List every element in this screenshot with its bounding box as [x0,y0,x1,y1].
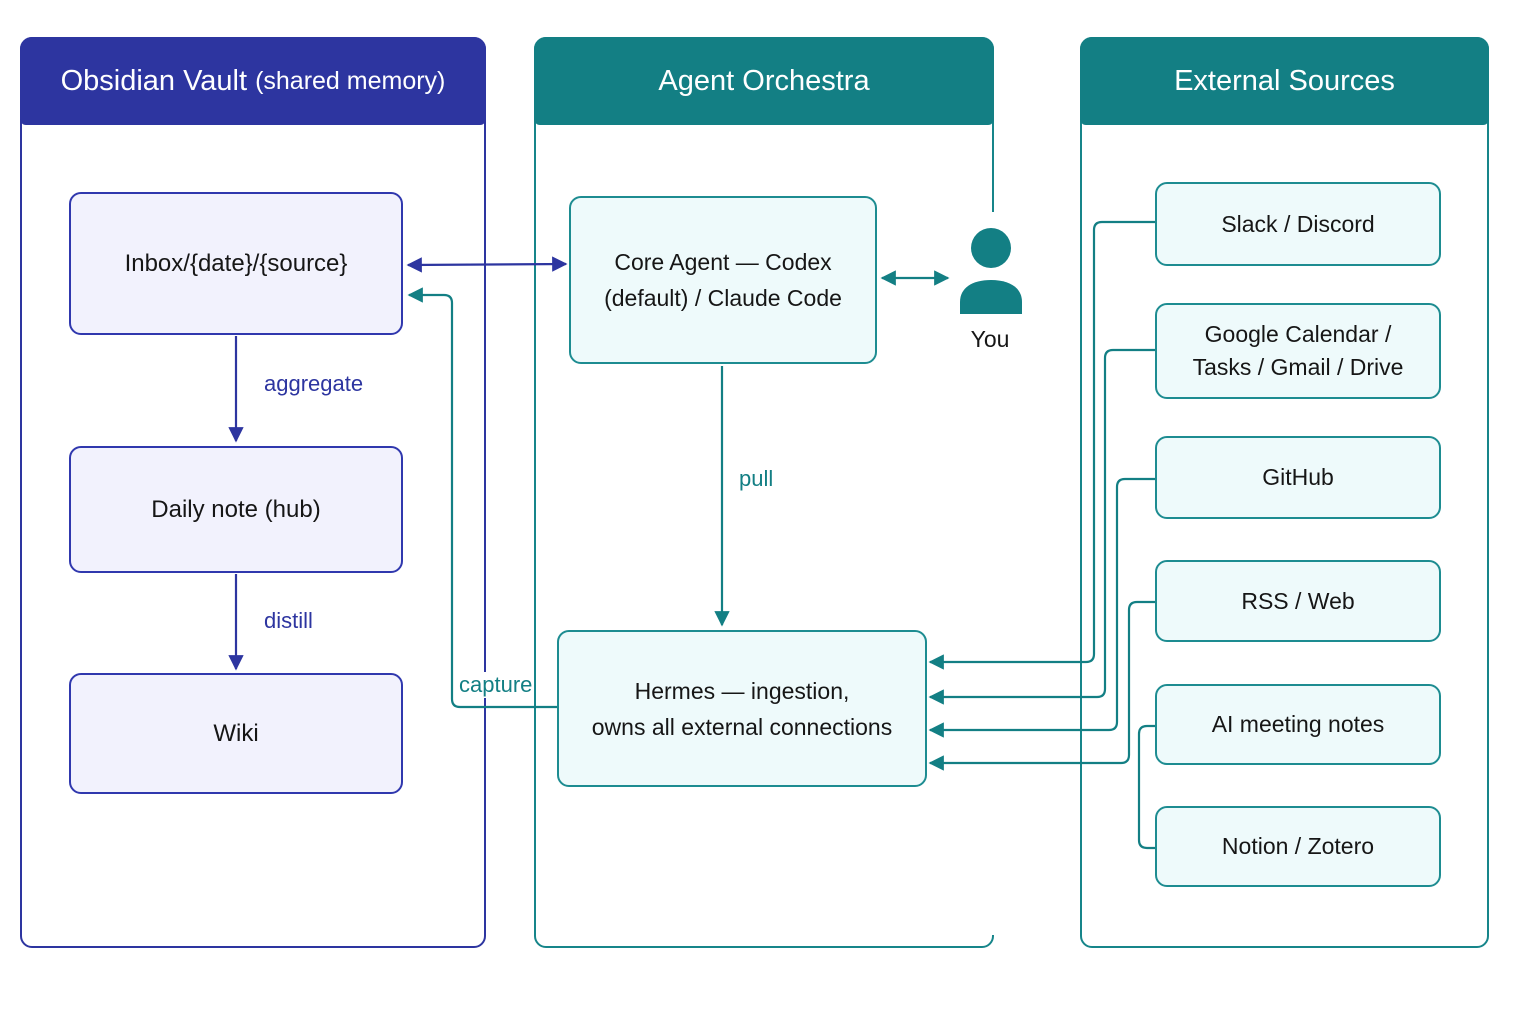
external-sources-title: External Sources [1174,64,1395,97]
slack-to-hermes-link [928,220,1155,670]
inbox-label: Inbox/{date}/{source} [124,249,348,277]
external-sources-header: External Sources [1080,37,1489,125]
core-agent-line-2: (default) / Claude Code [604,285,842,311]
rss-to-hermes-link [928,600,1155,771]
agent-orchestra-title: Agent Orchestra [658,64,870,97]
hermes-line-1: Hermes — ingestion, [634,677,850,704]
inbox-core-agent-link [406,256,568,273]
core-agent-line-1: Core Agent — Codex [614,249,832,275]
source-rss-web-label: RSS / Web [1241,587,1355,614]
obsidian-vault-title: Obsidian Vault [60,64,248,97]
source-ai-meeting-notes-label: AI meeting notes [1211,711,1385,737]
person-icon [960,228,1022,314]
aggregate-label: aggregate [264,371,364,396]
source-slack-discord-label: Slack / Discord [1221,210,1375,237]
hermes-node: Hermes — ingestion, owns all external co… [557,630,927,787]
source-ai-meeting-notes: AI meeting notes [1155,684,1441,765]
wiki-node: Wiki [69,673,403,794]
source-notion-zotero: Notion / Zotero [1155,806,1441,887]
obsidian-vault-header: Obsidian Vault(shared memory) [20,37,486,125]
daily-note-label: Daily note (hub) [151,495,321,523]
source-notion-zotero-label: Notion / Zotero [1221,833,1375,859]
google-to-hermes-link [928,348,1155,705]
source-rss-web: RSS / Web [1155,560,1441,642]
capture-arrow [407,287,558,709]
daily-note-node: Daily note (hub) [69,446,403,573]
obsidian-vault-subtitle: (shared memory) [255,66,446,95]
source-google-line-2: Tasks / Gmail / Drive [1192,354,1404,380]
distill-label: distill [264,608,313,633]
agent-orchestra-lane: Agent Orchestra [534,37,994,948]
notion-ai-notes-link [1137,724,1155,850]
hermes-line-2: owns all external connections [591,713,893,740]
inbox-node: Inbox/{date}/{source} [69,192,403,335]
source-slack-discord: Slack / Discord [1155,182,1441,266]
source-github: GitHub [1155,436,1441,519]
source-google: Google Calendar / Tasks / Gmail / Drive [1155,303,1441,399]
capture-label: capture [457,672,535,698]
you-label: You [970,326,1010,352]
source-github-label: GitHub [1262,464,1334,490]
wiki-label: Wiki [213,719,259,747]
core-agent-node: Core Agent — Codex (default) / Claude Co… [569,196,877,364]
agent-orchestra-header: Agent Orchestra [534,37,994,125]
pull-label: pull [739,466,774,491]
source-google-line-1: Google Calendar / [1204,321,1392,347]
github-to-hermes-link [928,477,1155,738]
